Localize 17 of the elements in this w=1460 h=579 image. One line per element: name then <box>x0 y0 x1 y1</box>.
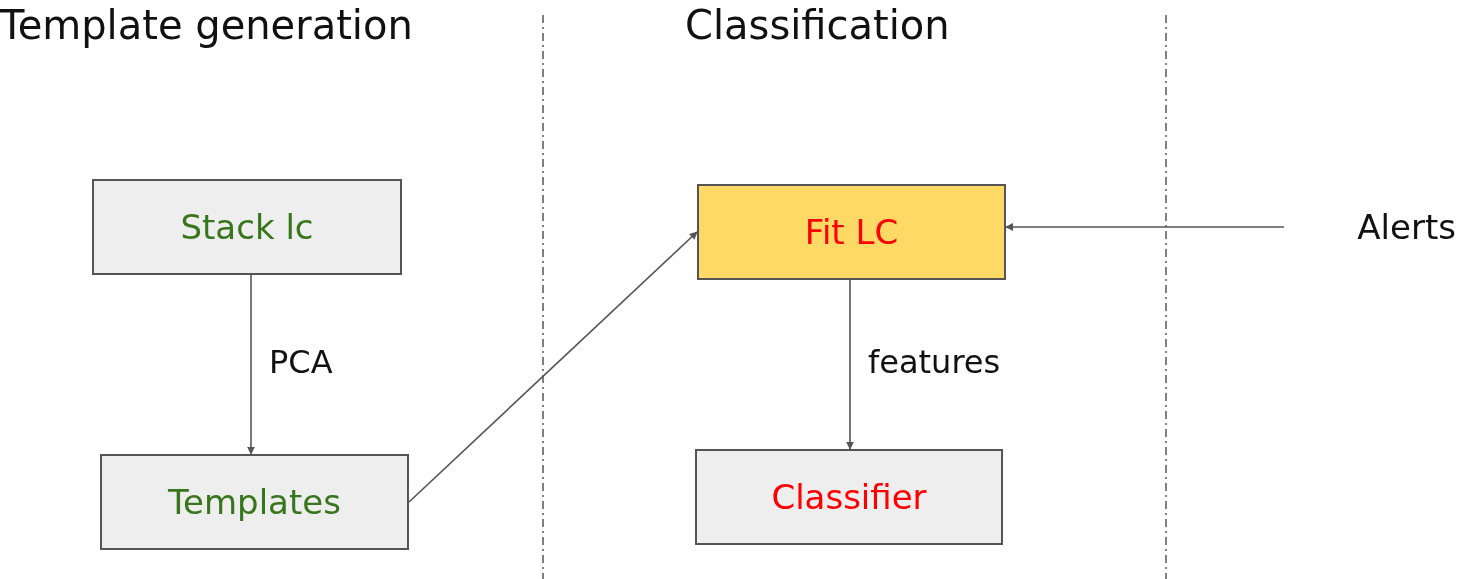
arrow <box>247 274 255 455</box>
arrow <box>846 279 854 450</box>
node-label: Alerts <box>1357 207 1456 247</box>
edge-label: PCA <box>269 342 333 381</box>
section-heading: Template generation <box>0 2 413 48</box>
process-box <box>695 449 1003 545</box>
node-label: Fit LC <box>804 212 899 252</box>
process-box <box>100 454 409 550</box>
node-label: Templates <box>168 482 341 522</box>
edge-label: features <box>868 342 1001 381</box>
arrow <box>408 231 698 503</box>
node-label: Stack lc <box>180 207 314 247</box>
section-heading: Classification <box>685 2 950 48</box>
process-box <box>697 184 1006 280</box>
arrow <box>1005 223 1285 231</box>
node-label: Classifier <box>771 477 927 517</box>
process-box <box>92 179 402 275</box>
